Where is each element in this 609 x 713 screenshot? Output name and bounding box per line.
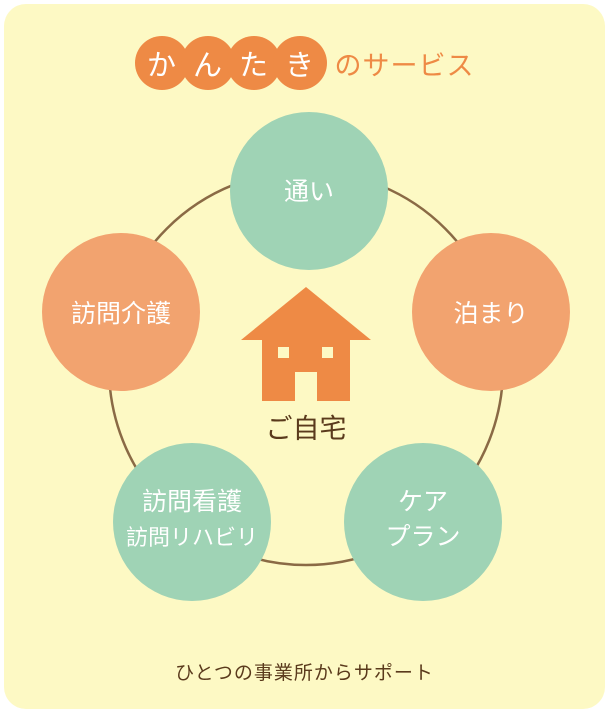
service-node-label: 訪問看護: [142, 487, 242, 516]
service-node-home-nursing: 訪問看護 訪問リハビリ: [113, 443, 271, 601]
service-node-label: 訪問リハビリ: [126, 526, 258, 551]
title-kana-group: か ん た き: [134, 36, 327, 90]
service-node-tomari: 泊まり: [412, 233, 570, 391]
service-node-label: 訪問介護: [71, 299, 171, 328]
service-node-label: プラン: [385, 522, 460, 551]
service-node-label: ケア: [398, 487, 448, 516]
title-kana-circle: き: [272, 36, 327, 90]
service-node-label: 泊まり: [453, 299, 528, 328]
title-kana-circle: た: [226, 36, 281, 90]
service-node-label: 通い: [284, 177, 334, 206]
service-node-care-plan: ケア プラン: [344, 443, 502, 601]
service-node-circle: [344, 443, 502, 601]
home-label: ご自宅: [266, 414, 347, 445]
page-title: か ん た き のサービス: [0, 36, 609, 90]
title-kana-circle: か: [134, 36, 189, 90]
service-node-home-care: 訪問介護: [42, 233, 200, 391]
title-suffix: のサービス: [334, 50, 475, 82]
service-node-circle: [412, 233, 570, 391]
house-icon: [241, 287, 371, 401]
service-node-circle: [42, 233, 200, 391]
footer-caption: ひとつの事業所からサポート: [175, 662, 434, 684]
service-node-circle: [113, 443, 271, 601]
title-kana-circle: ん: [180, 36, 235, 90]
service-node-kayoi: 通い: [230, 112, 388, 270]
service-node-circle: [230, 112, 388, 270]
